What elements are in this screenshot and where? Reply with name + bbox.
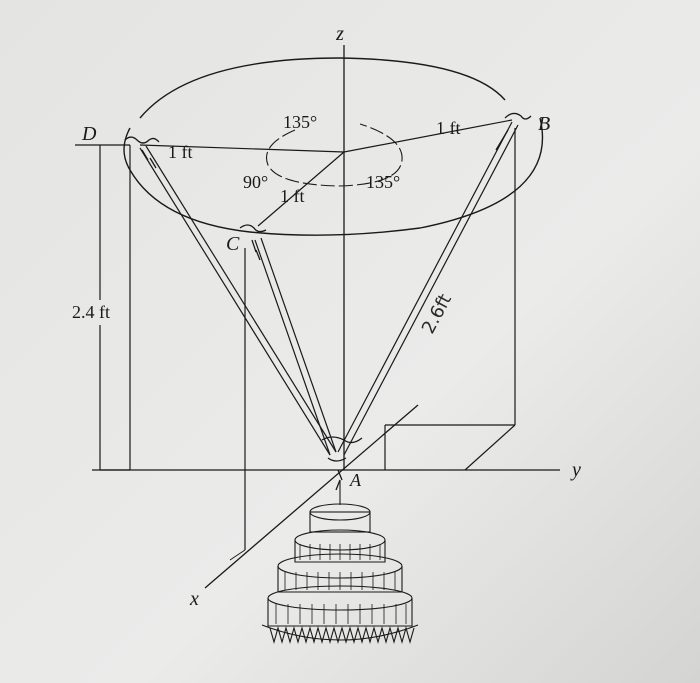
attachment-b <box>495 112 532 151</box>
cables <box>139 121 519 456</box>
cable-end-attachments <box>124 112 532 491</box>
point-c-label: C <box>226 233 240 255</box>
angle-dc-label: 90° <box>243 172 268 192</box>
angle-cb-label: 135° <box>366 172 400 192</box>
point-a-label: A <box>349 470 362 490</box>
point-b-label: B <box>538 113 550 135</box>
cable-ac <box>254 237 337 456</box>
radial-to-c <box>257 151 345 227</box>
attachment-d <box>124 136 160 169</box>
chandelier-drawing <box>261 480 419 645</box>
z-axis-label: z <box>335 23 344 45</box>
x-axis <box>204 404 419 589</box>
cable-ab <box>337 121 519 456</box>
attachment-c <box>239 224 267 261</box>
attachment-a <box>321 436 363 491</box>
angle-db-label: 135° <box>283 112 317 132</box>
radial-lines <box>139 119 513 227</box>
d-radius-label: 1 ft <box>168 142 193 162</box>
point-d-label: D <box>81 123 97 145</box>
radial-to-b <box>343 119 513 153</box>
b-radius-label: 1 ft <box>436 118 461 138</box>
x-axis-label: x <box>189 588 199 610</box>
cable-ad <box>139 145 337 456</box>
radial-to-d <box>139 144 345 153</box>
c-radius-label: 1 ft <box>280 186 305 206</box>
height-label: 2.4 ft <box>72 302 110 322</box>
coordinate-axes <box>100 45 560 589</box>
height-dimension <box>75 144 131 471</box>
b-projection-box <box>384 128 516 471</box>
c-projection-tick <box>229 549 246 561</box>
y-axis-label: y <box>570 459 581 481</box>
angle-ellipse <box>266 123 403 187</box>
